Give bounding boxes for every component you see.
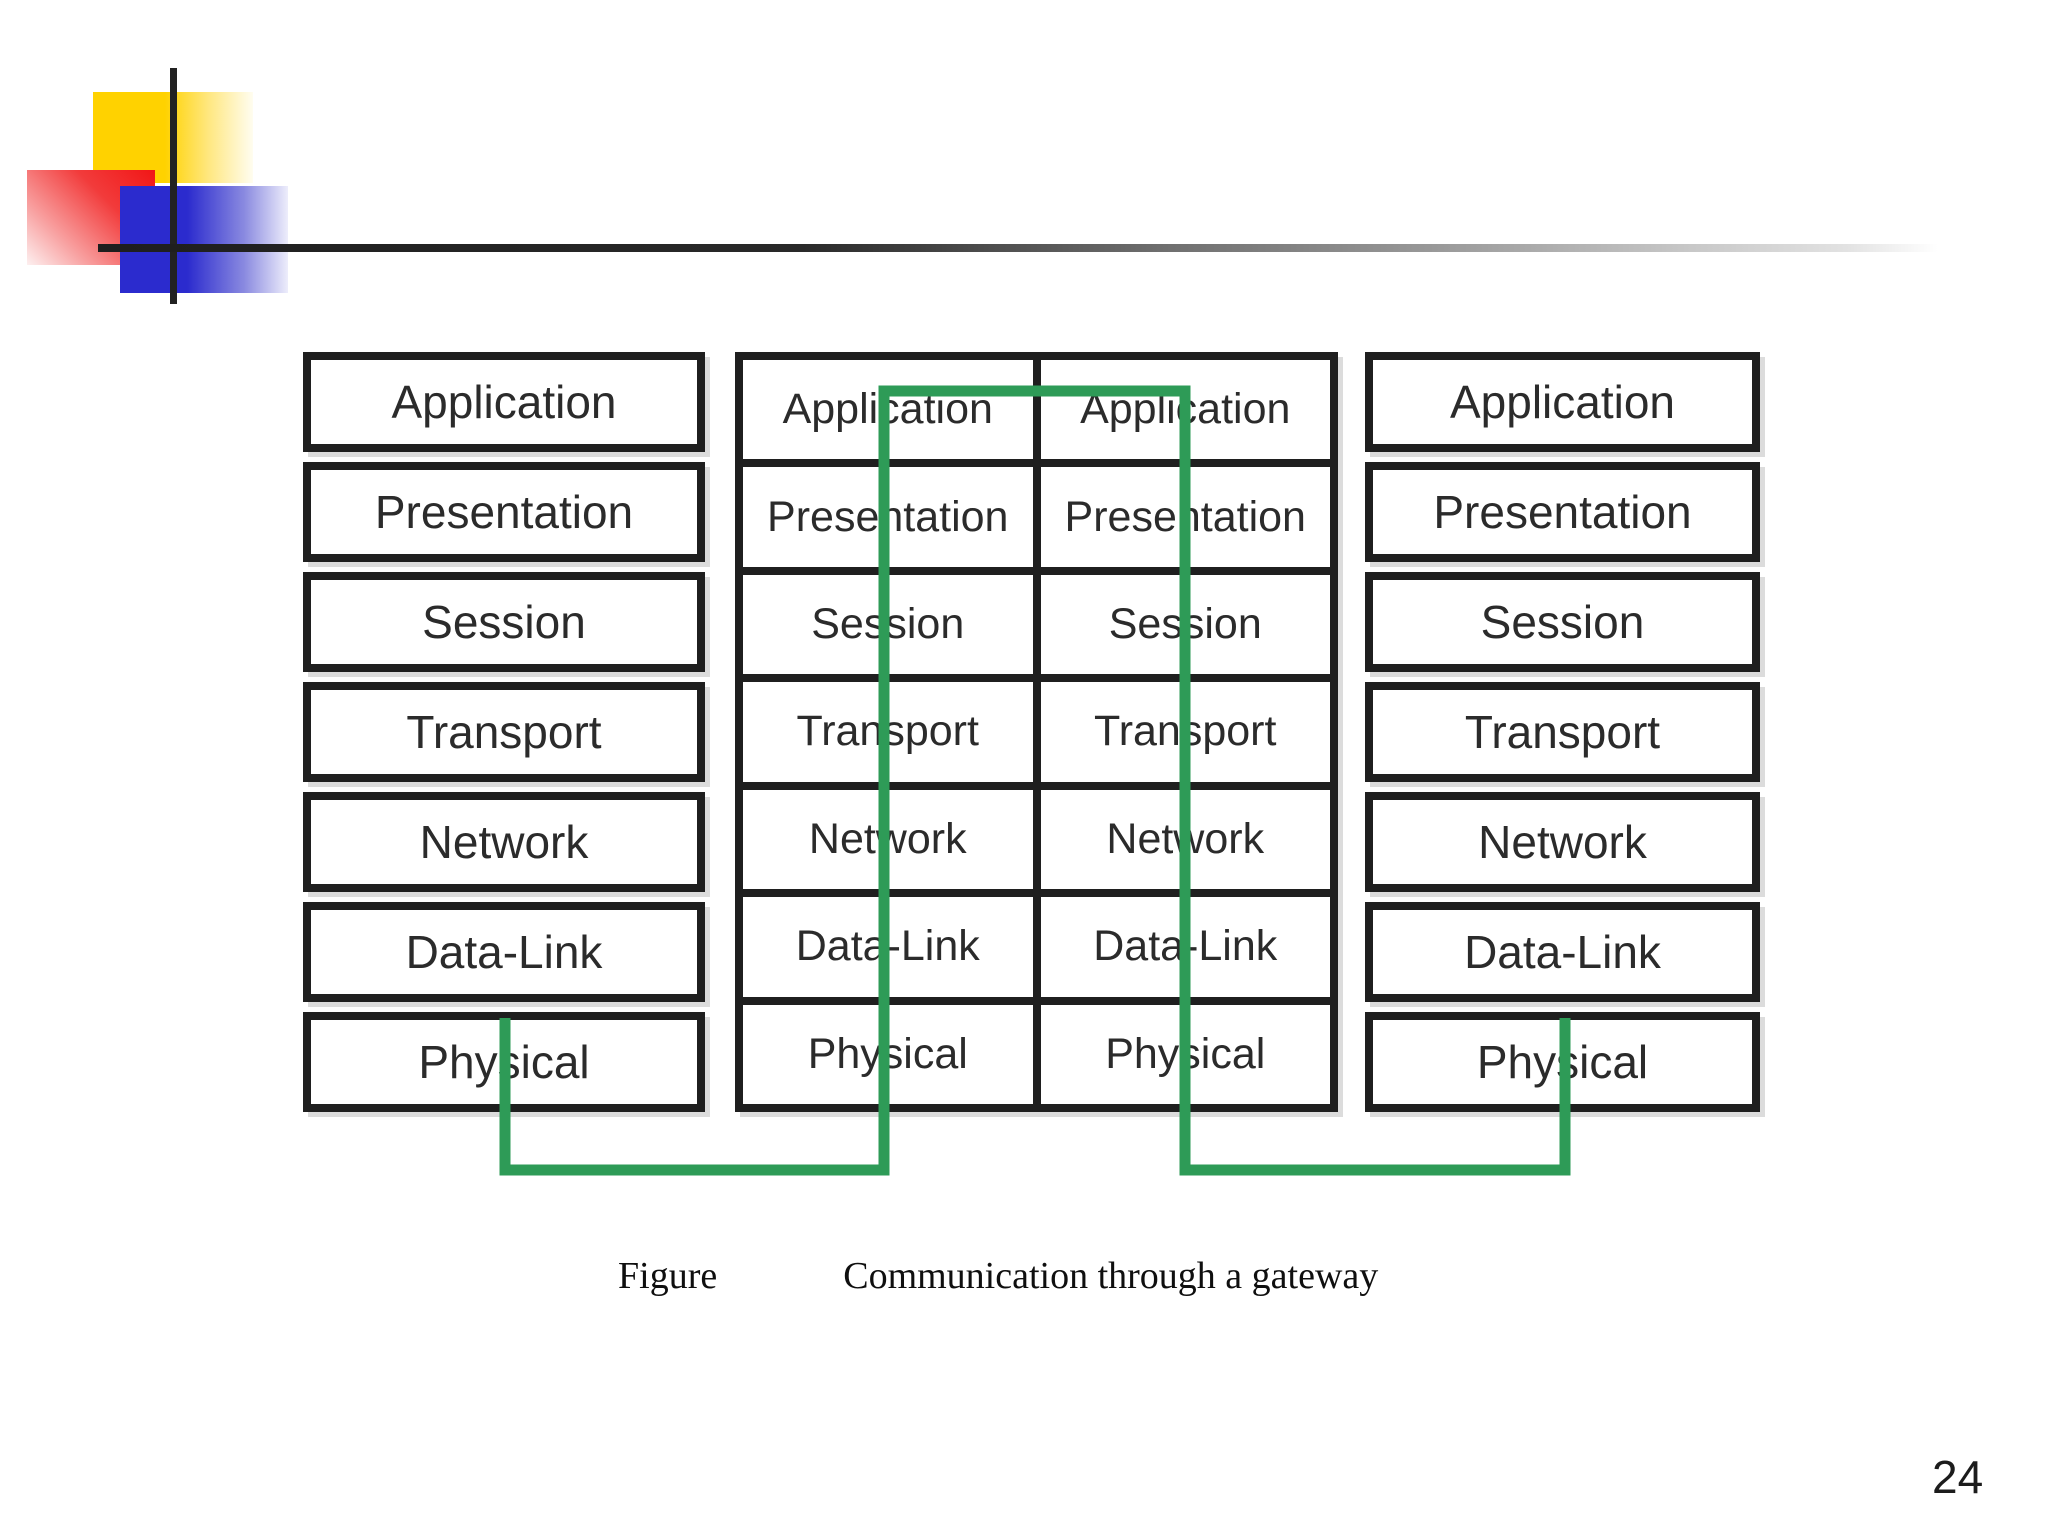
layer-label: Physical	[1105, 1029, 1266, 1078]
layer-label: Network	[1478, 816, 1647, 868]
layer-label: Physical	[807, 1029, 968, 1078]
layer-label: Transport	[796, 707, 979, 756]
right-layer-data-link: Data-Link	[1365, 902, 1760, 1002]
layer-label: Presentation	[374, 486, 634, 538]
caption-label: Figure	[618, 1255, 718, 1297]
right-layer-application: Application	[1365, 352, 1760, 452]
gateway-stack: Application Application Presentation Pre…	[735, 352, 1338, 1112]
layer-label: Data-Link	[405, 926, 603, 978]
layer-label: Physical	[1476, 1036, 1649, 1088]
horizontal-rule-decoration	[98, 244, 1938, 252]
right-layer-network: Network	[1365, 792, 1760, 892]
gateway-right-layer-session: Session	[1040, 574, 1330, 675]
right-layer-physical: Physical	[1365, 1012, 1760, 1112]
layer-label: Network	[808, 814, 967, 863]
layer-label: Data-Link	[1464, 926, 1661, 978]
right-layer-session: Session	[1365, 572, 1760, 672]
layer-label: Application	[782, 385, 993, 434]
layer-label: Session	[811, 600, 965, 649]
layer-label: Application	[1080, 385, 1291, 434]
gateway-right-layer-application: Application	[1040, 360, 1330, 460]
layer-label: Physical	[418, 1036, 590, 1088]
gateway-left-layer-transport: Transport	[743, 682, 1033, 782]
layer-label: Session	[1108, 600, 1262, 649]
layer-label: Network	[1106, 814, 1265, 863]
left-layer-data-link: Data-Link	[303, 902, 705, 1002]
layer-label: Session	[422, 596, 586, 648]
right-host-stack: Application Presentation Session Transpo…	[1365, 352, 1760, 1112]
gateway-right-layer-physical: Physical	[1040, 1004, 1330, 1104]
vertical-rule-decoration	[170, 68, 177, 304]
right-layer-presentation: Presentation	[1365, 462, 1760, 562]
blue-square-decoration	[120, 186, 288, 293]
left-layer-physical: Physical	[303, 1012, 705, 1112]
gateway-left-layer-network: Network	[743, 789, 1033, 890]
layer-label: Data-Link	[795, 922, 980, 971]
left-layer-presentation: Presentation	[303, 462, 705, 562]
gateway-left-layer-presentation: Presentation	[743, 467, 1033, 567]
gateway-right-layer-presentation: Presentation	[1040, 467, 1330, 567]
layer-label: Session	[1480, 596, 1645, 648]
left-layer-application: Application	[303, 352, 705, 452]
gateway-left-layer-physical: Physical	[743, 1004, 1033, 1104]
layer-label: Presentation	[1064, 492, 1306, 541]
layer-label: Data-Link	[1093, 922, 1278, 971]
layer-label: Transport	[1094, 707, 1277, 756]
layer-label: Application	[391, 376, 617, 428]
left-host-stack: Application Presentation Session Transpo…	[303, 352, 705, 1112]
figure-caption: Figure Communication through a gateway	[618, 1254, 1378, 1298]
gateway-right-layer-network: Network	[1040, 789, 1330, 890]
layer-label: Network	[419, 816, 589, 868]
left-layer-session: Session	[303, 572, 705, 672]
caption-text: Communication through a gateway	[843, 1255, 1379, 1297]
page-number: 24	[1932, 1451, 1984, 1503]
gateway-left-layer-application: Application	[743, 360, 1033, 460]
layer-label: Transport	[1464, 706, 1661, 758]
right-layer-transport: Transport	[1365, 682, 1760, 782]
gateway-right-layer-data-link: Data-Link	[1040, 897, 1330, 997]
layer-label: Presentation	[1433, 486, 1692, 538]
gateway-right-layer-transport: Transport	[1040, 682, 1330, 782]
layer-label: Presentation	[767, 492, 1009, 541]
gateway-left-layer-session: Session	[743, 574, 1033, 675]
layer-label: Transport	[406, 706, 602, 758]
left-layer-transport: Transport	[303, 682, 705, 782]
layer-label: Application	[1449, 376, 1676, 428]
gateway-left-layer-data-link: Data-Link	[743, 897, 1033, 997]
left-layer-network: Network	[303, 792, 705, 892]
